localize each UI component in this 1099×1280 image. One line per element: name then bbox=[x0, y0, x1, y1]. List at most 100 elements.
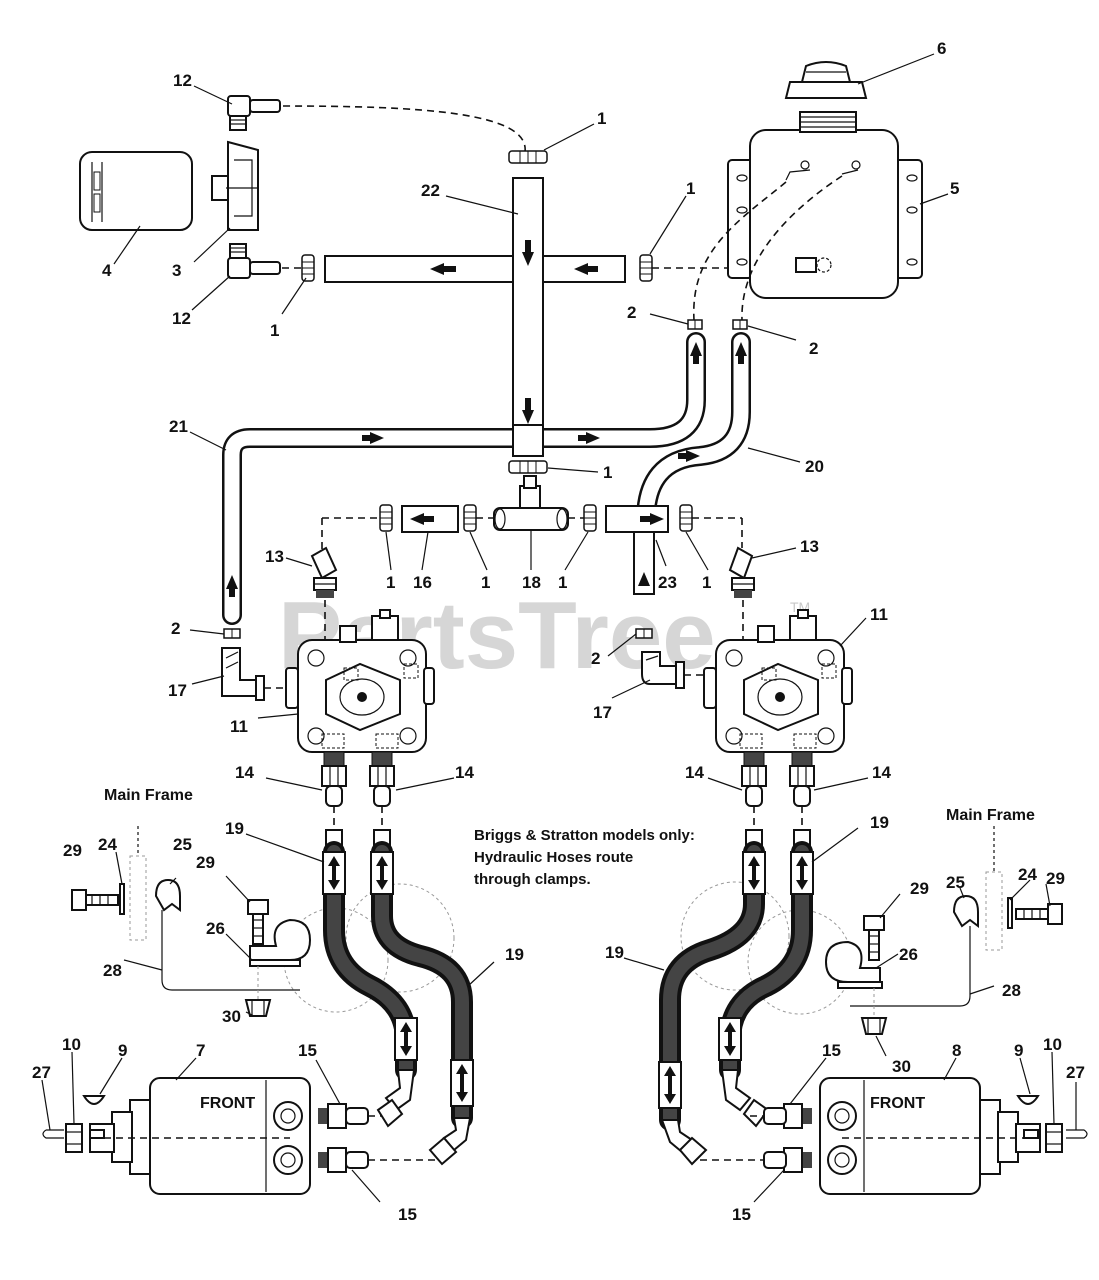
hydraulic-pump-11-left bbox=[285, 609, 435, 753]
callout-15: 15 bbox=[732, 1205, 751, 1224]
callout-19: 19 bbox=[605, 943, 624, 962]
callout-17: 17 bbox=[593, 703, 612, 722]
main-frame-left bbox=[129, 855, 147, 941]
callout-14: 14 bbox=[235, 763, 254, 782]
hydraulic-hose-19-right-a bbox=[658, 829, 766, 1131]
callout-12: 12 bbox=[173, 71, 192, 90]
callout-19: 19 bbox=[505, 945, 524, 964]
hose-clamp-2-c bbox=[223, 628, 241, 639]
adapter-fitting-14-b bbox=[369, 751, 395, 807]
note-line-2: Hydraulic Hoses route bbox=[474, 849, 633, 866]
hose-21 bbox=[222, 332, 706, 625]
hose-end-fitting-left-a bbox=[376, 1069, 416, 1128]
hose-clamp-2-a bbox=[687, 319, 703, 330]
hose-clamp-1-c bbox=[508, 460, 548, 474]
key-9-left bbox=[82, 1095, 106, 1139]
callout-21: 21 bbox=[169, 417, 188, 436]
hose-clamp-1-b bbox=[508, 150, 548, 164]
callout-19: 19 bbox=[225, 819, 244, 838]
callout-28: 28 bbox=[1002, 981, 1021, 1000]
hose-clamp-1-d bbox=[639, 254, 653, 282]
callout-9: 9 bbox=[118, 1041, 127, 1060]
callout-28: 28 bbox=[103, 961, 122, 980]
bolt-29-left-b bbox=[247, 899, 269, 945]
callout-1: 1 bbox=[702, 573, 711, 592]
main-frame-label-right: Main Frame bbox=[946, 807, 1035, 824]
callout-25: 25 bbox=[173, 835, 192, 854]
callout-29: 29 bbox=[1046, 869, 1065, 888]
hydraulic-motor-8 bbox=[819, 1077, 1041, 1195]
elbow-fitting-12-top bbox=[227, 95, 281, 131]
bolt-29-left-a bbox=[71, 889, 119, 911]
callout-25: 25 bbox=[946, 873, 965, 892]
key-9-right bbox=[1016, 1095, 1040, 1139]
callout-20: 20 bbox=[805, 457, 824, 476]
callout-10: 10 bbox=[62, 1035, 81, 1054]
castle-nut-10-right bbox=[1045, 1123, 1063, 1153]
filter-adapter-3 bbox=[211, 140, 259, 231]
adapter-fitting-15-left-b bbox=[318, 1147, 369, 1173]
front-label-left: FRONT bbox=[200, 1095, 255, 1112]
clamp-25-left bbox=[154, 878, 181, 912]
callout-27: 27 bbox=[32, 1063, 51, 1082]
hydraulic-motor-7 bbox=[89, 1077, 311, 1195]
callout-26: 26 bbox=[206, 919, 225, 938]
callout-2: 2 bbox=[591, 649, 600, 668]
clamp-25-right bbox=[952, 894, 979, 928]
tee-fitting-18 bbox=[493, 475, 569, 531]
hydraulic-hose-19-left-b bbox=[370, 829, 474, 1129]
hose-clamp-1-g bbox=[583, 504, 597, 532]
adapter-fitting-14-a bbox=[321, 751, 347, 807]
elbow-fitting-13-right bbox=[728, 546, 755, 598]
hydraulic-reservoir-5 bbox=[727, 111, 923, 299]
hose-clamp-2-b bbox=[732, 319, 748, 330]
callout-18: 18 bbox=[522, 573, 541, 592]
callout-24: 24 bbox=[1018, 865, 1037, 884]
hose-end-fitting-left-b bbox=[428, 1117, 472, 1166]
clamp-26-right bbox=[824, 940, 883, 989]
main-frame-label-left: Main Frame bbox=[104, 787, 193, 804]
adapter-fitting-14-c bbox=[741, 751, 767, 807]
washer-24-right bbox=[1007, 897, 1013, 929]
callout-3: 3 bbox=[172, 261, 181, 280]
callout-9: 9 bbox=[1014, 1041, 1023, 1060]
main-frame-right bbox=[985, 871, 1003, 951]
callout-7: 7 bbox=[196, 1041, 205, 1060]
callout-1: 1 bbox=[270, 321, 279, 340]
callout-1: 1 bbox=[481, 573, 490, 592]
note-line-1: Briggs & Stratton models only: bbox=[474, 827, 695, 844]
hydraulic-hose-19-left-a bbox=[322, 829, 418, 1081]
tee-hose-22 bbox=[324, 177, 626, 457]
callout-14: 14 bbox=[455, 763, 474, 782]
elbow-fitting-17-left bbox=[221, 647, 265, 701]
hose-clamp-1-e bbox=[379, 504, 393, 532]
adapter-fitting-15-right-a bbox=[763, 1103, 812, 1129]
cotter-pin-27-right bbox=[1066, 1129, 1088, 1139]
callout-2: 2 bbox=[171, 619, 180, 638]
callout-12: 12 bbox=[172, 309, 191, 328]
callout-15: 15 bbox=[298, 1041, 317, 1060]
callout-29: 29 bbox=[196, 853, 215, 872]
hose-end-fitting-right-b bbox=[660, 1119, 708, 1166]
bolt-29-right-b bbox=[863, 915, 885, 961]
callout-19: 19 bbox=[870, 813, 889, 832]
callout-23: 23 bbox=[658, 573, 677, 592]
callout-29: 29 bbox=[910, 879, 929, 898]
bracket-28-left bbox=[161, 910, 300, 991]
hydraulic-pump-11-right bbox=[703, 609, 853, 753]
adapter-fitting-15-left-a bbox=[318, 1103, 369, 1129]
callout-5: 5 bbox=[950, 179, 959, 198]
callout-1: 1 bbox=[386, 573, 395, 592]
callout-26: 26 bbox=[899, 945, 918, 964]
callout-15: 15 bbox=[398, 1205, 417, 1224]
callout-2: 2 bbox=[627, 303, 636, 322]
elbow-fitting-12-bottom bbox=[227, 243, 281, 279]
front-label-right: FRONT bbox=[870, 1095, 925, 1112]
hose-clamp-2-d bbox=[635, 628, 653, 639]
adapter-fitting-14-d bbox=[789, 751, 815, 807]
callout-11: 11 bbox=[870, 605, 888, 624]
callout-13: 13 bbox=[265, 547, 284, 566]
washer-24-left bbox=[119, 883, 125, 915]
callout-30: 30 bbox=[222, 1007, 241, 1026]
